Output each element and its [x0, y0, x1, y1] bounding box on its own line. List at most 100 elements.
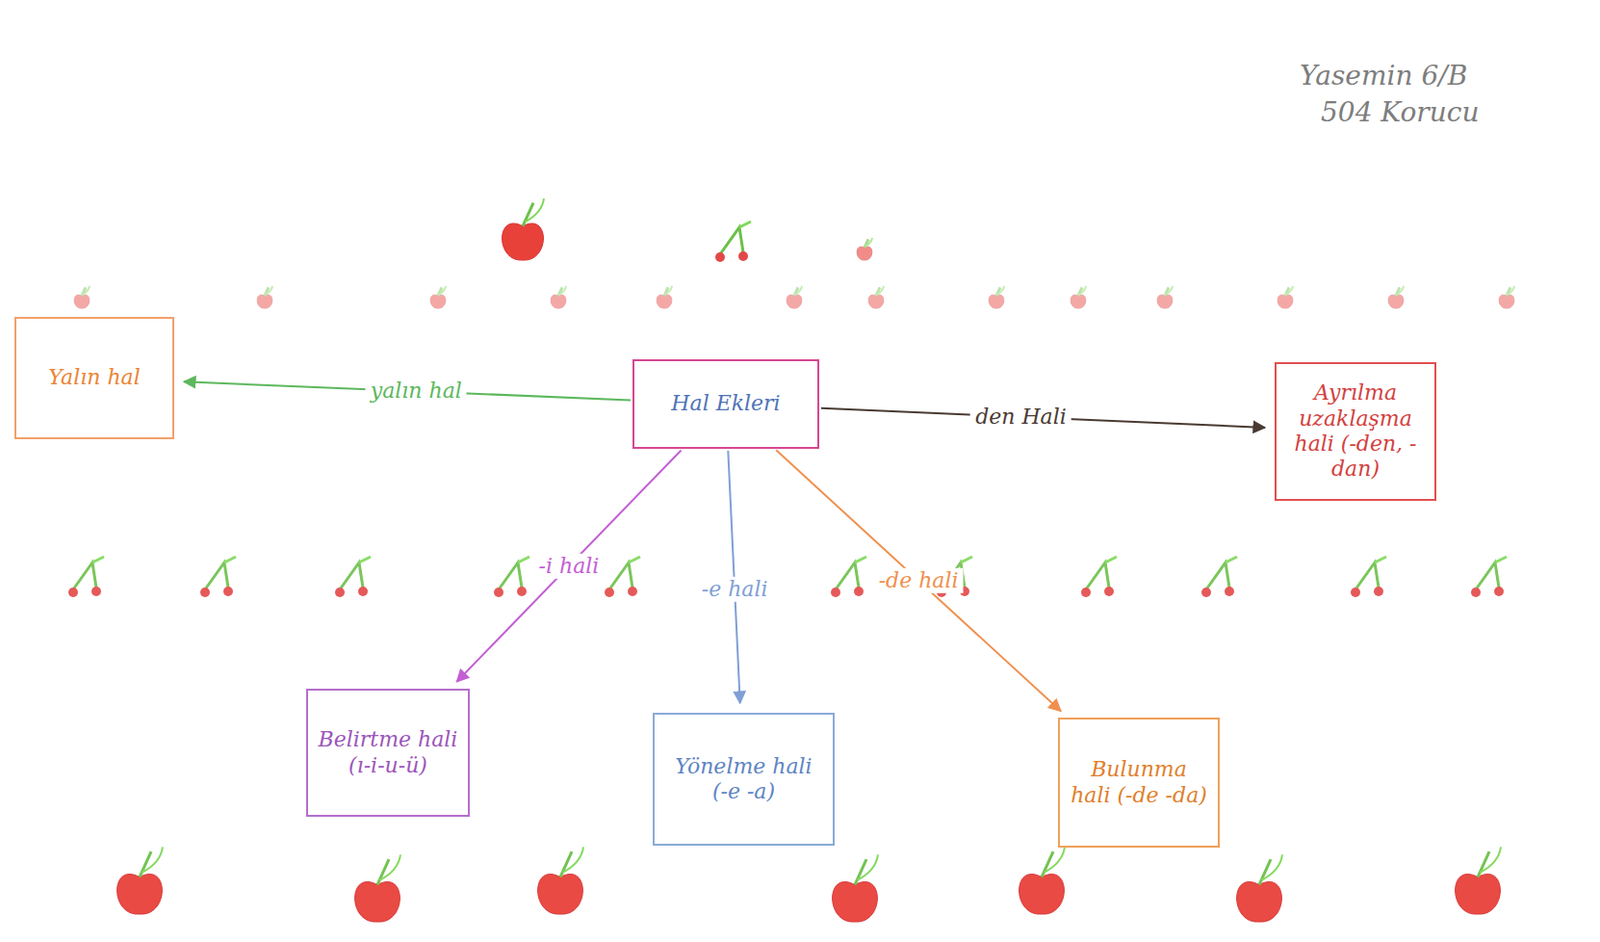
cherry-drawing — [1201, 556, 1238, 597]
apple-drawing — [550, 285, 567, 309]
cherry-stem — [1206, 562, 1230, 590]
apple-leaf — [559, 285, 567, 295]
cherry-fruit — [493, 587, 504, 597]
cherry-drawing — [830, 556, 867, 597]
cherry-fruit — [604, 587, 615, 597]
cherry-leaf — [628, 556, 641, 563]
apple-drawing — [502, 198, 544, 260]
apple-drawing — [117, 846, 163, 914]
apple-stem — [522, 203, 534, 227]
box-text: Belirtme hali (ı-i-u-ü) — [317, 726, 459, 778]
case-box: Yalın hal — [14, 316, 175, 439]
cherry-drawing — [493, 556, 530, 597]
apple-drawing — [538, 846, 584, 914]
apple-leaf — [795, 285, 802, 295]
apple-body — [856, 246, 873, 260]
cherry-drawing — [1470, 556, 1507, 597]
cherry-stem — [1475, 562, 1499, 590]
case-box: Ayrılma uzaklaşma hali (-den, -dan) — [1274, 361, 1437, 501]
apple-drawing — [257, 285, 273, 309]
apple-body — [74, 294, 90, 309]
author-note: 504 Korucu — [1320, 96, 1480, 130]
cherry-fruit — [1081, 587, 1091, 597]
cherry-stem — [73, 562, 97, 590]
apple-leaf — [562, 846, 584, 872]
apple-body — [1455, 874, 1501, 915]
arrow-label: den Hali — [970, 404, 1072, 430]
apple-drawing — [1388, 285, 1404, 309]
apple-drawing — [355, 853, 401, 922]
apple-leaf — [1396, 285, 1404, 295]
cherry-leaf — [1225, 556, 1238, 563]
cherry-fruit — [91, 586, 102, 596]
cherry-stem — [720, 227, 744, 255]
cherry-stem — [205, 562, 229, 590]
cherry-fruit — [358, 586, 368, 596]
cherry-fruit — [335, 587, 345, 597]
apple-leaf — [1479, 846, 1501, 872]
apple-body — [868, 294, 884, 309]
cherry-stem — [498, 562, 522, 590]
arrow-label: yalın hal — [365, 378, 467, 404]
apple-leaf — [438, 285, 446, 295]
apple-body — [988, 294, 1005, 309]
apple-body — [656, 294, 672, 309]
case-arrow — [775, 449, 1061, 711]
cherry-stem — [609, 562, 633, 590]
apple-drawing — [74, 285, 90, 309]
apple-body — [550, 294, 567, 309]
apple-body — [786, 294, 802, 309]
cherry-leaf — [1495, 556, 1507, 563]
apple-body — [257, 294, 273, 309]
cherry-stem — [1085, 562, 1110, 590]
box-text: Yönelme hali (-e -a) — [664, 753, 824, 805]
apple-body — [1019, 874, 1065, 915]
cherry-fruit — [1494, 586, 1504, 596]
cherry-fruit — [68, 587, 78, 597]
apple-body — [1388, 294, 1404, 309]
apple-leaf — [665, 285, 672, 295]
apple-leaf — [524, 198, 544, 222]
apple-leaf — [865, 237, 873, 247]
apple-body — [1498, 294, 1515, 309]
apple-body — [355, 881, 401, 923]
apple-drawing — [1157, 285, 1173, 309]
apple-leaf — [379, 853, 401, 879]
cherry-fruit — [1350, 587, 1361, 597]
cherry-leaf — [1105, 556, 1117, 563]
apple-drawing — [786, 285, 802, 309]
apple-body — [1157, 294, 1173, 309]
cherry-fruit — [830, 587, 841, 597]
case-arrow — [456, 449, 681, 681]
cherry-fruit — [1104, 586, 1114, 596]
apple-body — [1277, 294, 1293, 309]
apple-drawing — [1498, 285, 1515, 309]
apple-body — [430, 294, 446, 309]
cherry-leaf — [92, 556, 104, 563]
arrow-label: -de hali — [874, 567, 964, 594]
cherry-drawing — [335, 556, 371, 597]
apple-stem — [139, 851, 152, 877]
apple-body — [538, 874, 584, 915]
apple-body — [117, 874, 163, 915]
apple-leaf — [1043, 846, 1065, 872]
cherry-fruit — [1224, 586, 1235, 596]
apple-leaf — [1261, 853, 1283, 879]
cherry-drawing — [200, 556, 236, 597]
author-note: Yasemin 6/B — [1299, 59, 1468, 93]
apple-stem — [377, 858, 389, 884]
cherry-fruit — [715, 252, 725, 262]
apple-leaf — [141, 846, 163, 872]
cherry-leaf — [359, 556, 371, 563]
cherry-drawing — [715, 221, 751, 262]
apple-stem — [854, 858, 867, 884]
apple-drawing — [988, 285, 1005, 309]
central-topic-box: Hal Ekleri — [632, 359, 820, 449]
cherry-leaf — [960, 556, 973, 563]
cherry-fruit — [627, 586, 638, 596]
cherry-leaf — [1374, 556, 1387, 563]
apple-leaf — [1286, 285, 1293, 295]
cherry-leaf — [224, 556, 236, 563]
apple-drawing — [1277, 285, 1293, 309]
